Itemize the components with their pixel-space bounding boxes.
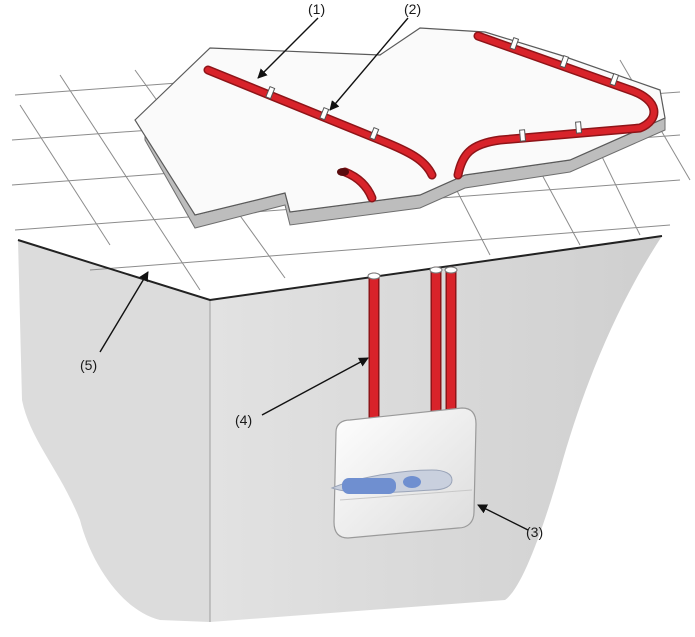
callout-label-5: (5) [80,357,97,373]
arrow-icon [257,17,319,79]
thermostat-knob [403,476,421,488]
callout-arrows [99,17,529,531]
thermostat-display [342,478,396,494]
callout-label-1: (1) [308,1,325,17]
thermostat-icon [330,407,477,539]
floor-surface-edge [17,235,663,302]
heating-cable [203,31,659,203]
callout-label-4: (4) [235,412,252,428]
arrow-icon [477,504,529,531]
callout-label-2: (2) [404,1,421,17]
left-wall [18,240,210,622]
callout-label-3: (3) [526,524,543,540]
arrow-icon [99,271,149,353]
arrow-icon [329,17,409,111]
arrow-icon [261,357,369,416]
cable-clips [265,36,620,142]
cold-lead-conduits [367,266,458,424]
